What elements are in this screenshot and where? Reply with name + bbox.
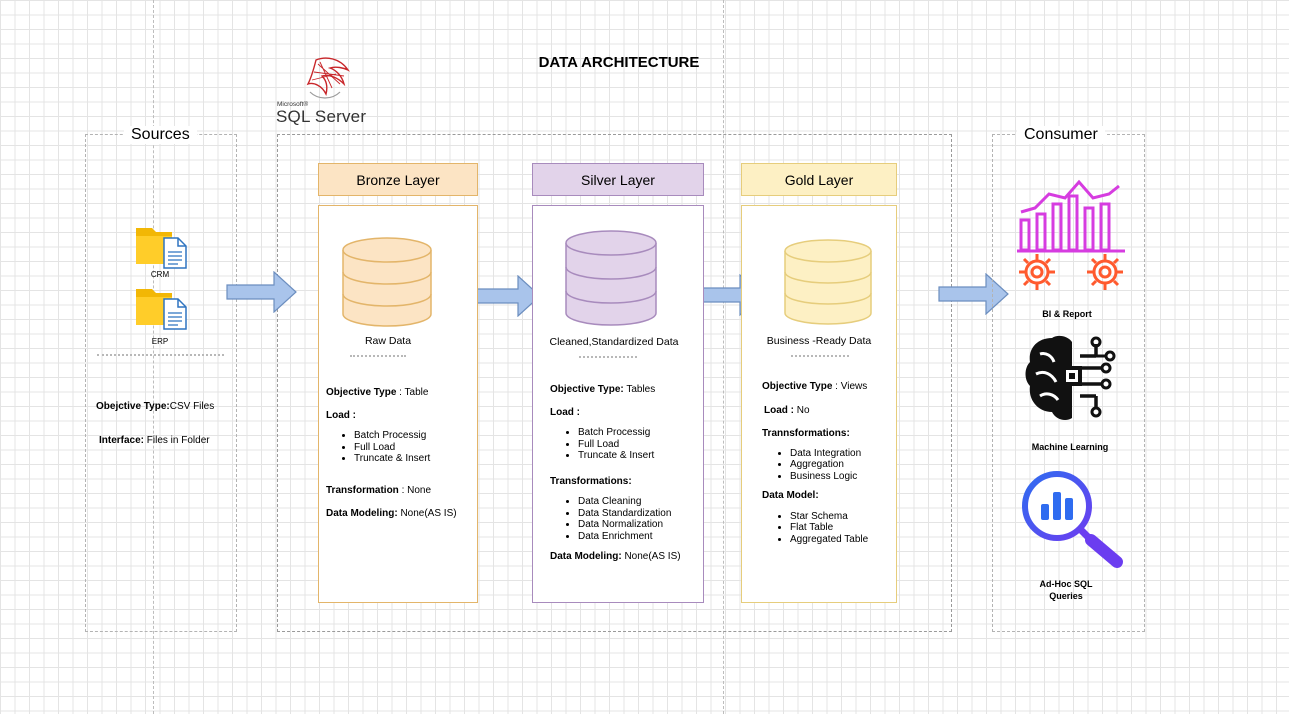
page-title: DATA ARCHITECTURE <box>538 54 700 71</box>
bronze-load-list: Batch Processig Full Load Truncate & Ins… <box>326 430 476 465</box>
adhoc-sql-label: Ad-Hoc SQL Queries <box>1039 579 1093 601</box>
sources-label: Sources <box>124 126 197 144</box>
divider <box>350 355 406 357</box>
divider <box>97 354 224 356</box>
sql-server-container <box>277 134 952 632</box>
list-item: Flat Table <box>790 522 894 534</box>
sql-server-icon <box>306 57 351 99</box>
gold-load: Load : No <box>764 404 810 416</box>
machine-learning-icon <box>1025 335 1116 420</box>
gold-model-label: Data Model: <box>762 490 819 501</box>
crm-folder <box>134 224 190 270</box>
gold-transformations-label: Trannsformations: <box>762 428 850 439</box>
gold-database-icon <box>784 239 872 325</box>
bronze-caption: Raw Data <box>364 335 412 347</box>
bronze-layer-header: Bronze Layer <box>318 163 478 196</box>
list-item: Data Standardization <box>578 508 700 520</box>
divider <box>791 355 849 357</box>
silver-layer-header: Silver Layer <box>532 163 704 196</box>
list-item: Data Cleaning <box>578 496 700 508</box>
gold-details: Objective Type : Views Load : No Trannsf… <box>762 381 894 545</box>
folder-icon <box>136 289 187 330</box>
silver-caption: Cleaned,Standardized Data <box>549 336 679 348</box>
silver-load-label: Load : <box>550 406 580 418</box>
silver-database-icon <box>565 230 657 326</box>
folder-icon <box>136 228 187 269</box>
list-item: Data Enrichment <box>578 531 700 543</box>
bi-report-label: BI & Report <box>1042 309 1092 319</box>
divider <box>579 356 637 358</box>
bi-report-icon <box>1017 179 1125 290</box>
silver-modeling: Data Modeling: None(AS IS) <box>550 551 681 562</box>
silver-objective: Objective Type: Tables <box>550 384 656 395</box>
sources-to-bronze-arrow <box>226 271 297 313</box>
silver-transformations-label: Transformations: <box>550 475 632 487</box>
list-item: Data Normalization <box>578 519 700 531</box>
crm-label: CRM <box>150 270 170 279</box>
bronze-transformation: Transformation : None <box>326 484 432 496</box>
gold-objective: Objective Type : Views <box>762 381 868 392</box>
silver-details: Objective Type: Tables Load : Batch Proc… <box>550 384 700 563</box>
list-item: Truncate & Insert <box>354 453 476 465</box>
list-item: Full Load <box>354 442 476 454</box>
list-item: Business Logic <box>790 471 894 483</box>
adhoc-sql-icon <box>1022 471 1123 568</box>
list-item: Full Load <box>578 439 700 451</box>
gold-to-consumer-arrow <box>938 273 1009 315</box>
list-item: Batch Processig <box>354 430 476 442</box>
sql-server-product: SQL Server <box>276 107 367 126</box>
sources-interface: Interface: Files in Folder <box>99 435 210 446</box>
erp-folder <box>134 285 190 331</box>
bronze-database-icon <box>342 237 432 327</box>
gold-transformations-list: Data Integration Aggregation Business Lo… <box>762 448 894 483</box>
erp-label: ERP <box>151 337 169 346</box>
list-item: Data Integration <box>790 448 894 460</box>
gold-layer-header: Gold Layer <box>741 163 897 196</box>
sources-objective: Obejctive Type:CSV Files <box>96 401 215 412</box>
sql-server-vendor: Microsoft® <box>277 101 309 108</box>
list-item: Aggregated Table <box>790 534 894 546</box>
bronze-to-silver-arrow <box>470 275 541 317</box>
silver-load-list: Batch Processig Full Load Truncate & Ins… <box>550 427 700 462</box>
consumer-label: Consumer <box>1017 126 1105 144</box>
bronze-details: Objective Type : Table Load : Batch Proc… <box>326 387 476 520</box>
sql-server-logo: Microsoft® SQL Server <box>274 54 374 126</box>
sources-container <box>85 134 237 632</box>
list-item: Star Schema <box>790 511 894 523</box>
bronze-objective: Objective Type : Table <box>326 387 429 398</box>
list-item: Aggregation <box>790 459 894 471</box>
silver-transformations-list: Data Cleaning Data Standardization Data … <box>550 496 700 542</box>
list-item: Truncate & Insert <box>578 450 700 462</box>
machine-learning-label: Machine Learning <box>1031 442 1109 452</box>
guide-line <box>153 0 154 714</box>
list-item: Batch Processig <box>578 427 700 439</box>
guide-line <box>723 0 724 714</box>
gold-caption: Business -Ready Data <box>766 335 872 347</box>
bronze-modeling: Data Modeling: None(AS IS) <box>326 508 457 519</box>
bronze-load-label: Load : <box>326 409 356 421</box>
gold-model-list: Star Schema Flat Table Aggregated Table <box>762 511 894 546</box>
